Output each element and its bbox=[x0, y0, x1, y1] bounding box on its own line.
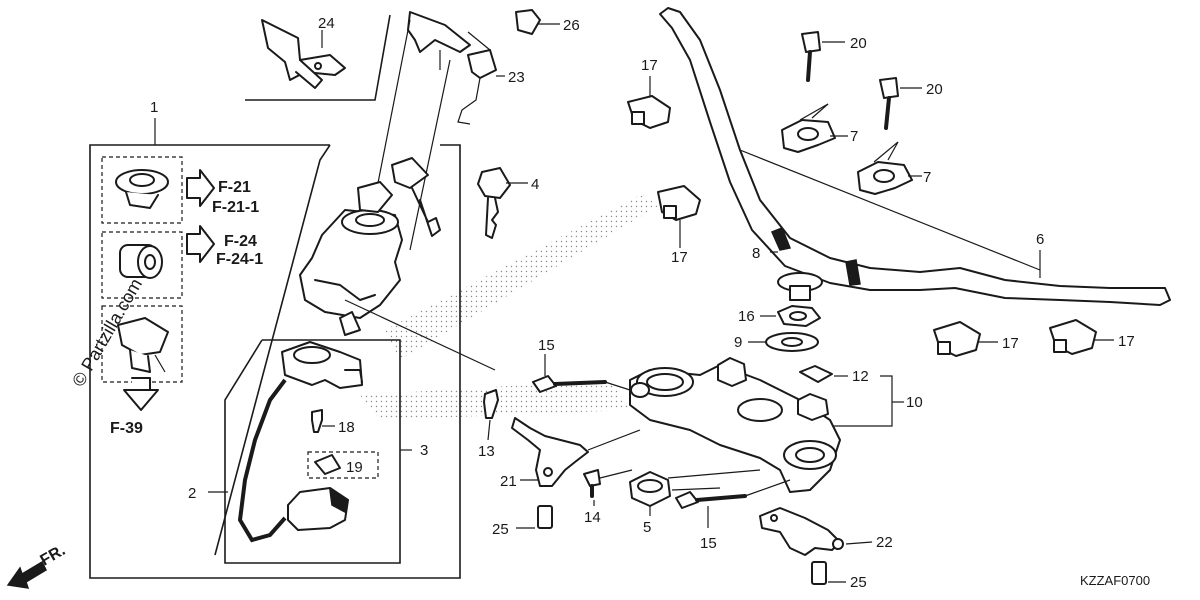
dashed-box-19 bbox=[307, 451, 379, 479]
ref-f21: F-21 bbox=[218, 179, 251, 196]
screw-18 bbox=[311, 409, 335, 433]
bolt-15-upper bbox=[532, 354, 607, 393]
callout-8: 8 bbox=[752, 245, 760, 262]
callout-1: 1 bbox=[150, 99, 158, 116]
dashed-box-lock-cylinder bbox=[101, 231, 183, 299]
leader-21-to-clamp bbox=[587, 429, 641, 451]
bolt-20-upper bbox=[801, 31, 845, 82]
callout-16: 16 bbox=[738, 308, 755, 325]
clip-17-upper bbox=[627, 76, 671, 129]
callout-3: 3 bbox=[420, 442, 428, 459]
lock-cylinder bbox=[119, 244, 163, 279]
bracket-22 bbox=[759, 507, 873, 556]
callout-21: 21 bbox=[500, 473, 517, 490]
ref-f21-1: F-21-1 bbox=[212, 199, 259, 216]
callout-25-left: 25 bbox=[492, 521, 509, 538]
nut-8 bbox=[770, 251, 823, 301]
callout-2: 2 bbox=[188, 485, 196, 502]
screw-13 bbox=[483, 389, 499, 441]
callout-17-mid: 17 bbox=[671, 249, 688, 266]
clip-19 bbox=[314, 454, 341, 475]
handlebar-6 bbox=[659, 7, 1171, 306]
ignition-cap bbox=[115, 169, 169, 209]
bolt-14 bbox=[583, 469, 633, 506]
callout-20-lower: 20 bbox=[926, 81, 943, 98]
front-arrow-icon bbox=[6, 560, 47, 589]
callout-17-right1: 17 bbox=[1002, 335, 1019, 352]
seat-lock bbox=[117, 317, 169, 373]
callout-17-right2: 17 bbox=[1118, 333, 1135, 350]
ref-f24: F-24 bbox=[224, 233, 257, 250]
leader-bolt15-to-clamp bbox=[604, 381, 631, 391]
callout-20-upper: 20 bbox=[850, 35, 867, 52]
ref-f24-1: F-24-1 bbox=[216, 251, 263, 268]
leader-bracket-to-key bbox=[409, 59, 451, 251]
leader-10 bbox=[830, 375, 893, 427]
triple-clamp-10 bbox=[629, 357, 841, 493]
callout-9: 9 bbox=[734, 334, 742, 351]
clip-26 bbox=[515, 9, 560, 35]
frame-24-area bbox=[245, 14, 391, 101]
callout-15-upper: 15 bbox=[538, 337, 555, 354]
bolt-25-right bbox=[811, 561, 846, 585]
callout-19: 19 bbox=[346, 459, 363, 476]
bracket-21 bbox=[511, 417, 589, 487]
connector bbox=[287, 487, 349, 531]
switch-assembly bbox=[281, 341, 363, 389]
holder-7-upper bbox=[781, 103, 848, 153]
callout-23: 23 bbox=[508, 69, 525, 86]
arrow-f39 bbox=[123, 377, 159, 411]
leader-bolt15-lower-to-clamp bbox=[744, 479, 791, 497]
callout-4: 4 bbox=[531, 176, 539, 193]
nut-16 bbox=[760, 305, 821, 327]
callout-10: 10 bbox=[906, 394, 923, 411]
shading-zone-upper bbox=[385, 195, 660, 360]
callout-18: 18 bbox=[338, 419, 355, 436]
clip-17-right2 bbox=[1049, 319, 1114, 355]
plate-12 bbox=[799, 365, 848, 383]
arrow-f21 bbox=[186, 169, 215, 207]
bolt-20-lower bbox=[879, 77, 922, 130]
wire-harness bbox=[237, 378, 287, 543]
clip-17-mid bbox=[657, 185, 701, 248]
bracket-top bbox=[407, 11, 471, 70]
bolt-25-left bbox=[516, 505, 553, 529]
key-4 bbox=[477, 167, 528, 239]
dashed-box-ignition-cap bbox=[101, 156, 183, 224]
leader-switch-to-13 bbox=[344, 299, 496, 371]
clamp-5 bbox=[629, 469, 761, 516]
callout-22: 22 bbox=[876, 534, 893, 551]
diagram-code: KZZAF0700 bbox=[1080, 573, 1150, 588]
callout-17-upper: 17 bbox=[641, 57, 658, 74]
frame-switch-left bbox=[214, 144, 331, 556]
callout-5: 5 bbox=[643, 519, 651, 536]
callout-6: 6 bbox=[1036, 231, 1044, 248]
clip-17-right1 bbox=[933, 321, 998, 357]
callout-7-lower: 7 bbox=[923, 169, 931, 186]
leader-23-26 bbox=[467, 31, 491, 51]
callout-26: 26 bbox=[563, 17, 580, 34]
callout-7-upper: 7 bbox=[850, 128, 858, 145]
ignition-keys bbox=[357, 157, 441, 237]
callout-25-right: 25 bbox=[850, 574, 867, 591]
callout-13: 13 bbox=[478, 443, 495, 460]
ignition-switch bbox=[299, 209, 403, 336]
frame-harness bbox=[224, 339, 401, 564]
arrow-f24 bbox=[186, 225, 215, 263]
callout-15-lower: 15 bbox=[700, 535, 717, 552]
bracket-24 bbox=[261, 19, 346, 89]
wire-23 bbox=[457, 49, 505, 125]
frame-1 bbox=[89, 144, 461, 579]
ref-f39: F-39 bbox=[110, 420, 143, 437]
callout-12: 12 bbox=[852, 368, 869, 385]
washer-9 bbox=[748, 332, 819, 352]
holder-7-lower bbox=[857, 141, 922, 195]
bolt-15-lower bbox=[675, 491, 747, 528]
callout-14: 14 bbox=[584, 509, 601, 526]
callout-24: 24 bbox=[318, 15, 335, 32]
